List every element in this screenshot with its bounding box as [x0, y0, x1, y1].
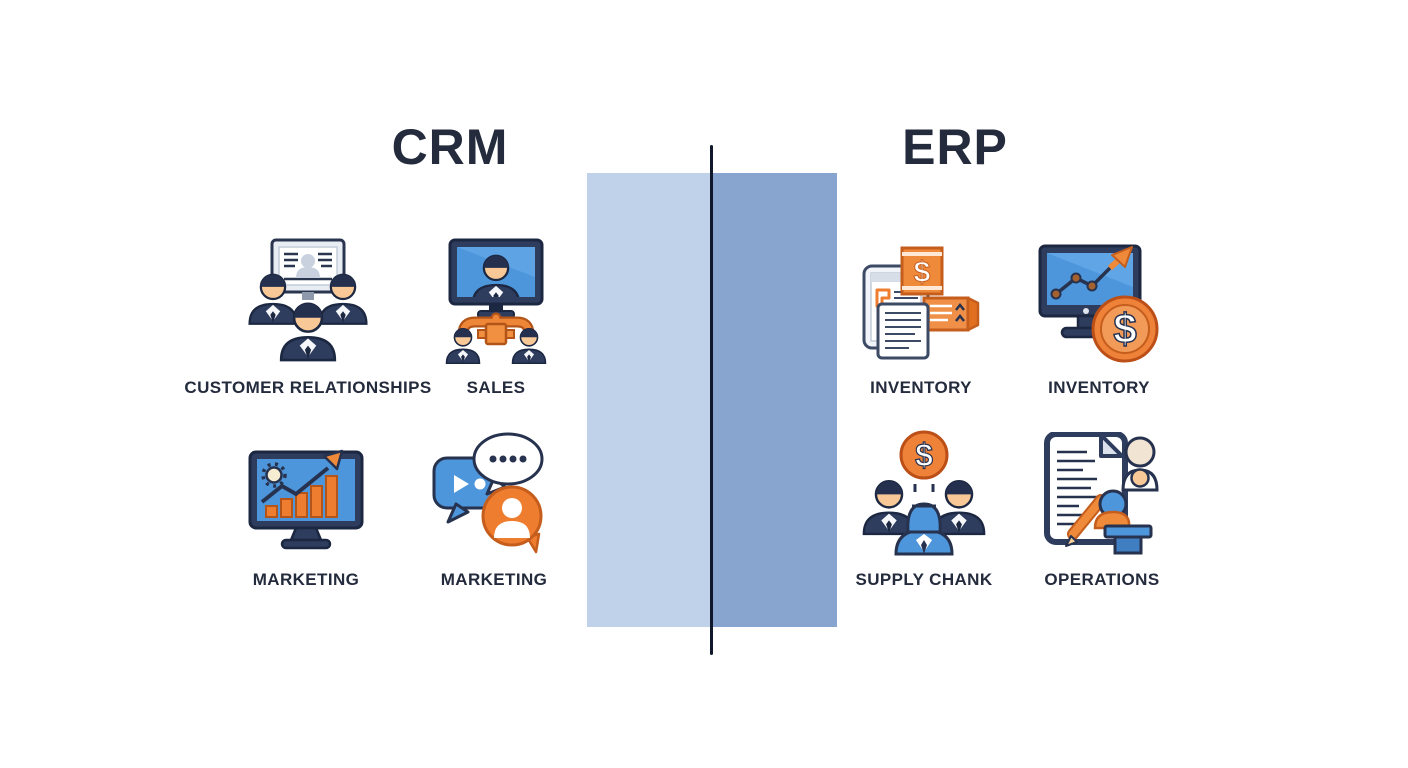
- feature-marketing-analytics: MARKETING: [206, 424, 406, 590]
- feature-label: INVENTORY: [870, 378, 972, 397]
- inventory-documents-icon: $: [860, 232, 982, 364]
- marketing-analytics-icon: [246, 424, 366, 556]
- marketing-chat-icon: [432, 424, 556, 556]
- svg-text:$: $: [1113, 305, 1136, 352]
- sales-network-icon: [436, 232, 556, 364]
- feature-operations: OPERATIONS: [1002, 424, 1202, 590]
- svg-text:$: $: [914, 256, 931, 289]
- feature-marketing-chat: MARKETING: [394, 424, 594, 590]
- feature-inventory-documents: $ INVENTORY: [821, 232, 1021, 398]
- crm-title: CRM: [391, 119, 509, 175]
- erp-title: ERP: [902, 119, 1008, 175]
- divider-band-right: [711, 173, 837, 627]
- feature-supply-chain: $ SUPPLY CHANK: [824, 424, 1024, 590]
- divider-band: [587, 173, 837, 627]
- feature-label: MARKETING: [252, 570, 360, 589]
- feature-sales: SALES: [396, 232, 596, 398]
- divider-line: [710, 145, 713, 655]
- divider-band-left: [587, 173, 711, 627]
- feature-label: INVENTORY: [1048, 378, 1150, 397]
- feature-label: SALES: [466, 378, 526, 397]
- feature-customer-relationships: CUSTOMER RELATIONSHIPS: [178, 232, 438, 398]
- feature-inventory-finance: $ INVENTORY: [999, 232, 1199, 398]
- supply-chain-icon: $: [860, 424, 988, 556]
- svg-text:$: $: [915, 437, 933, 473]
- feature-label: MARKETING: [440, 570, 548, 589]
- operations-icon: [1043, 424, 1161, 556]
- inventory-finance-icon: $: [1038, 232, 1160, 364]
- feature-label: CUSTOMER RELATIONSHIPS: [184, 378, 432, 397]
- feature-label: SUPPLY CHANK: [855, 570, 993, 589]
- feature-label: OPERATIONS: [1044, 570, 1160, 589]
- customer-relationships-icon: [244, 232, 372, 364]
